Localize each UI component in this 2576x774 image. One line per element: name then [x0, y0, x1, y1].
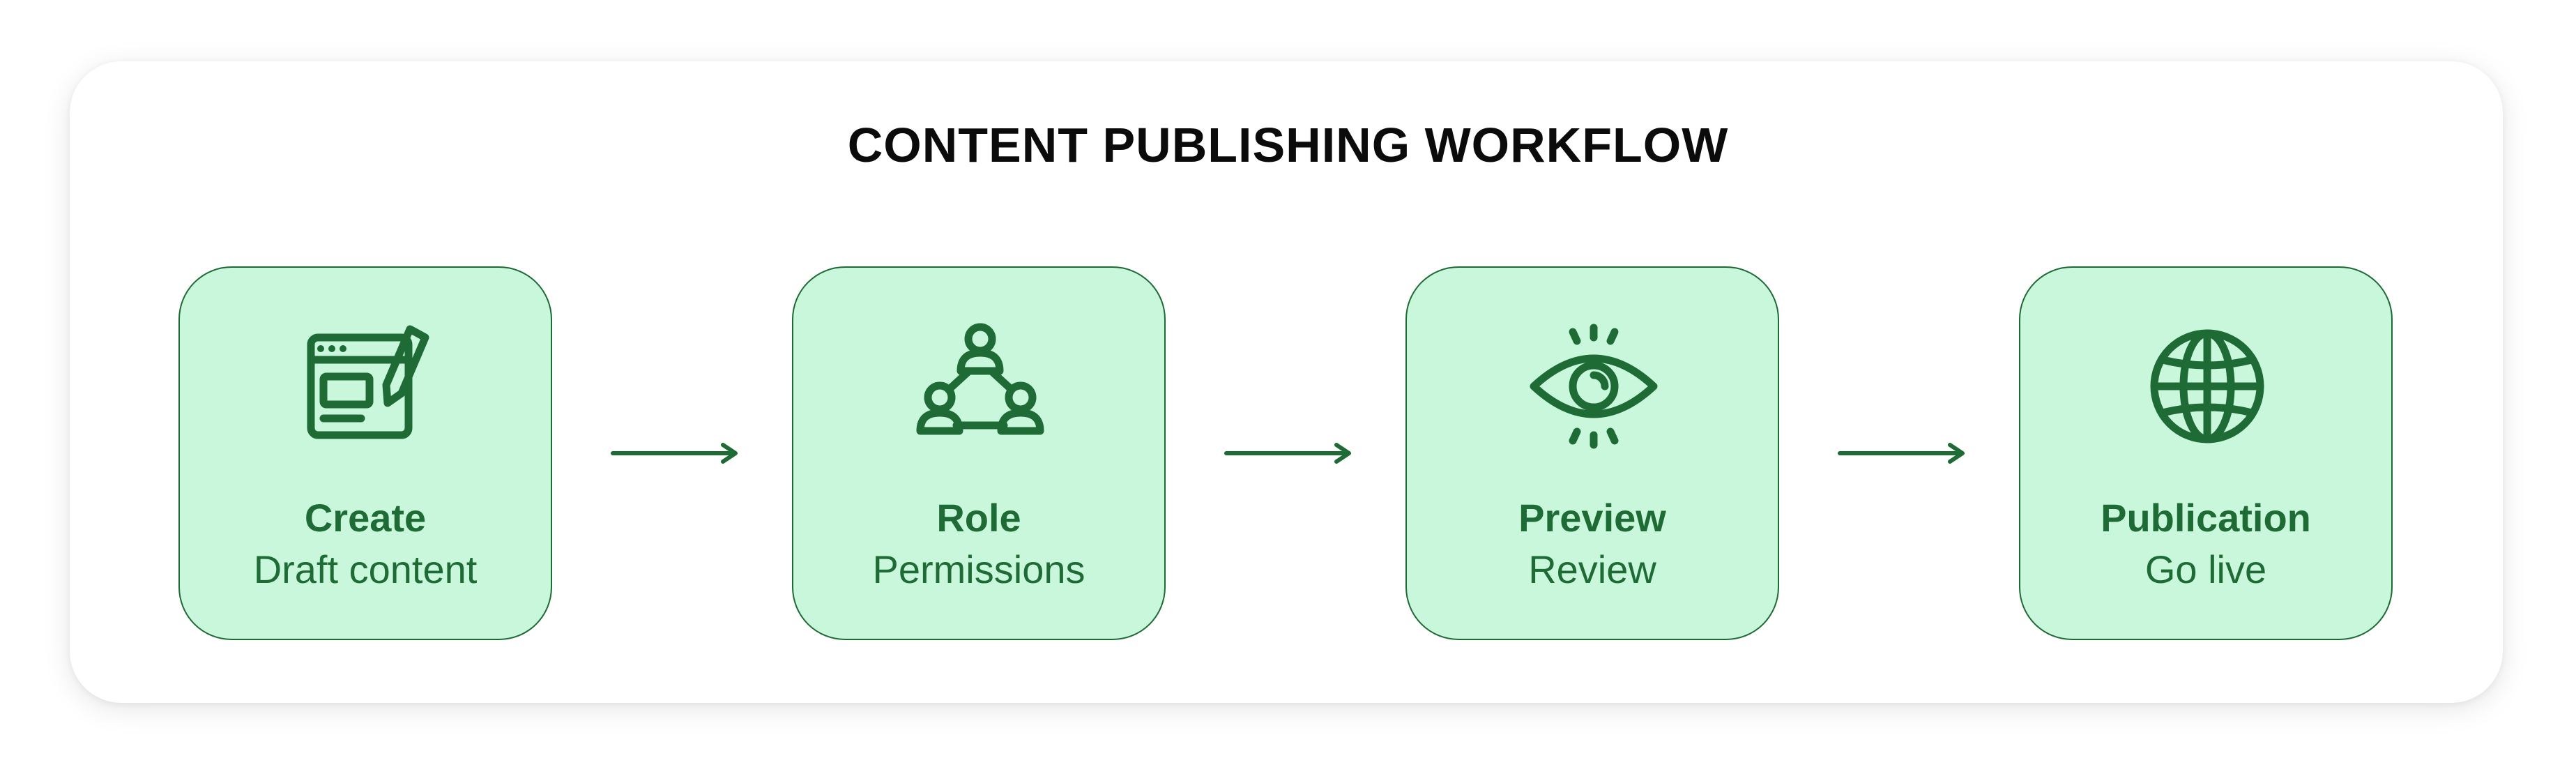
eye-icon	[1530, 324, 1658, 449]
step-sublabel: Draft content	[253, 547, 478, 591]
step-label: Publication	[2101, 496, 2311, 540]
edit-document-icon	[307, 325, 429, 439]
globe-icon	[2150, 329, 2264, 443]
step-create: Create Draft content	[178, 266, 552, 640]
step-sublabel: Review	[1528, 547, 1656, 591]
step-label: Role	[936, 496, 1021, 540]
step-preview: Preview Review	[1405, 266, 1779, 640]
step-publication: Publication Go live	[2019, 266, 2393, 640]
step-label: Create	[304, 496, 427, 540]
step-label: Preview	[1518, 496, 1666, 540]
arrow-icon	[1838, 443, 1965, 464]
arrow-icon	[611, 443, 738, 464]
step-sublabel: Go live	[2144, 547, 2267, 591]
diagram-title: CONTENT PUBLISHING WORKFLOW	[847, 118, 1729, 172]
arrow-icon	[1224, 443, 1351, 464]
user-network-icon	[916, 323, 1044, 435]
step-role: Role Permissions	[792, 266, 1166, 640]
step-sublabel: Permissions	[872, 547, 1085, 591]
